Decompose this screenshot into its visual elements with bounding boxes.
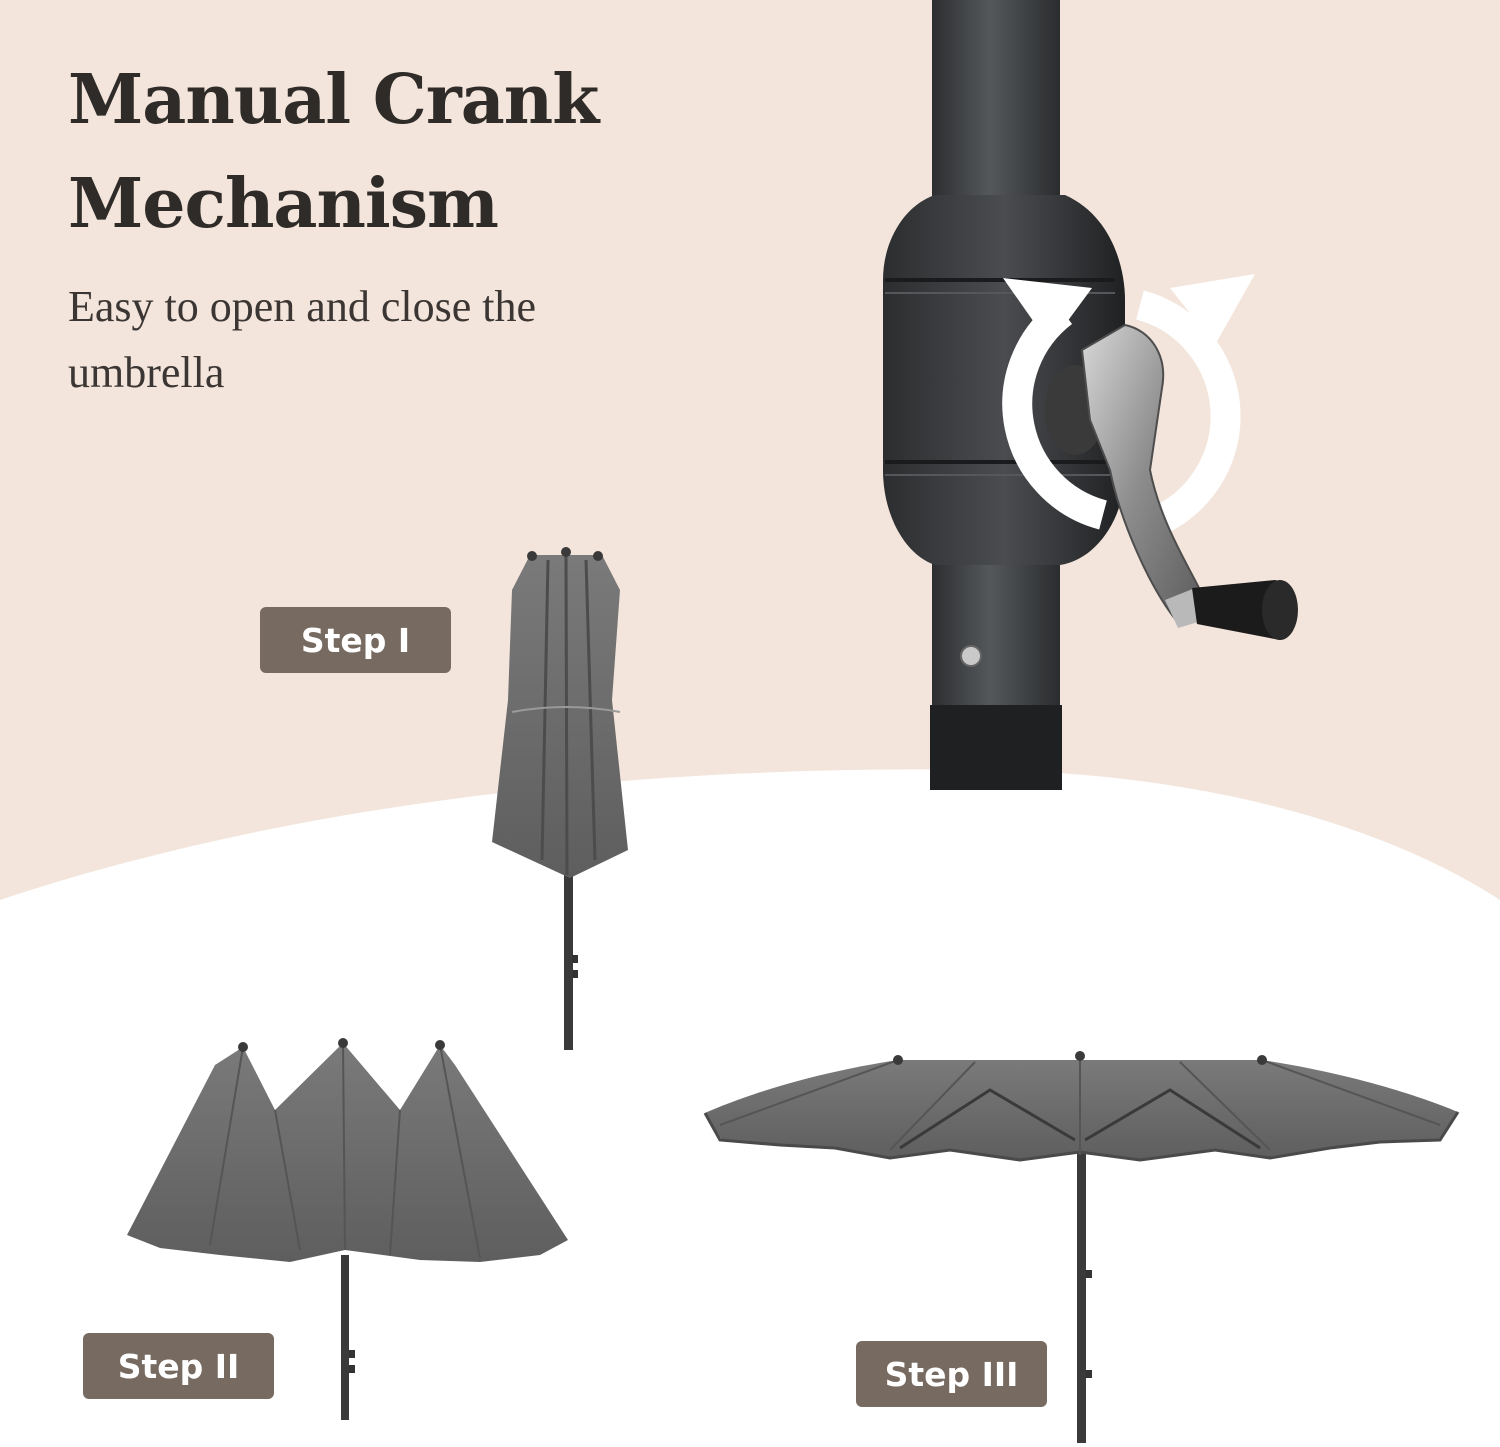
subtitle-line-2: umbrella: [68, 348, 225, 397]
title-line-2: Mechanism: [68, 164, 499, 244]
step-1-badge: Step I: [260, 607, 451, 673]
page-title: Manual Crank Mechanism: [68, 48, 599, 256]
crank-handle-icon: [1045, 323, 1298, 640]
umbrella-open-illustration: [703, 1051, 1460, 1443]
umbrella-half-open-illustration: [127, 1038, 568, 1420]
rotation-arrows-icon: [1002, 290, 1241, 534]
pole-screw: [960, 645, 982, 667]
umbrella-closed-illustration: [492, 547, 628, 1050]
pole-collar: [930, 705, 1062, 790]
title-line-1: Manual Crank: [68, 60, 599, 140]
subtitle: Easy to open and close the umbrella: [68, 274, 628, 406]
crank-mechanism-closeup: [883, 0, 1298, 790]
step-2-badge: Step II: [83, 1333, 274, 1399]
rotation-arrow-head-left: [1003, 278, 1092, 345]
subtitle-line-1: Easy to open and close the: [68, 282, 536, 331]
step-3-badge: Step III: [856, 1341, 1047, 1407]
rotation-arrow-head-right: [1170, 274, 1255, 345]
